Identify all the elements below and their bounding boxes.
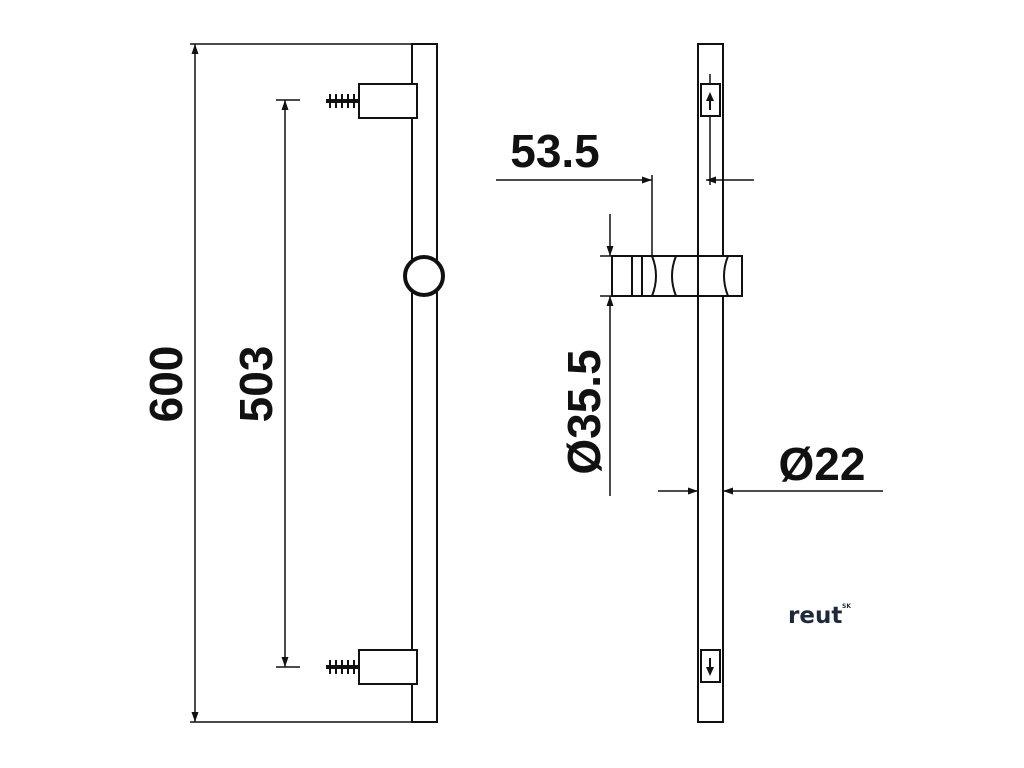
label-diameter-35-5: Ø35.5 — [558, 349, 610, 474]
side-view — [496, 43, 883, 723]
label-503: 503 — [230, 346, 282, 423]
front-view — [190, 43, 445, 723]
logo-superscript: SK — [842, 603, 851, 610]
brand-logo: reut SK — [788, 603, 851, 629]
bracket-slot-top — [700, 83, 721, 117]
dimension-600 — [190, 43, 437, 723]
slider-holder — [611, 255, 743, 297]
rail-front — [411, 43, 438, 723]
dimension-53-5 — [496, 175, 754, 256]
logo-text: reut — [788, 603, 842, 629]
label-diameter-22: Ø22 — [779, 438, 866, 490]
dimension-503 — [276, 99, 300, 668]
label-53-5: 53.5 — [510, 125, 600, 177]
wall-bracket-bottom — [326, 649, 418, 685]
label-600: 600 — [140, 346, 192, 423]
slider-knob — [403, 255, 445, 297]
rail-side — [697, 43, 724, 723]
dimension-diameter-35-5 — [600, 214, 614, 496]
bracket-slot-bottom — [700, 649, 721, 683]
wall-bracket-top — [326, 83, 418, 119]
